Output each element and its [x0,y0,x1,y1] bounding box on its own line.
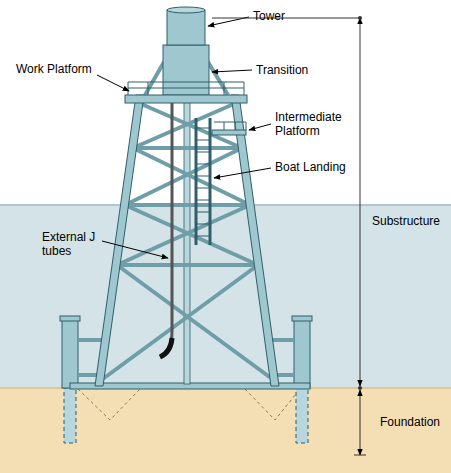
railing-mid [128,88,244,89]
pile-below-ground [296,388,308,443]
landing-rung [196,140,210,141]
leader-line [214,168,271,178]
callout-label: Intermediate Platform [275,110,349,138]
callout-label: Substructure [372,214,440,228]
j-tube-bend [160,338,172,357]
seabed-soil [0,388,451,473]
callout-label: Transition [256,63,308,77]
dimension-lines [212,18,366,455]
railing-post [246,122,247,130]
landing-rung [196,224,210,225]
railing-post [148,82,149,95]
landing-rung [196,176,210,177]
railing-post [244,82,245,95]
horizontal-brace [133,146,242,150]
platform-railing [214,122,246,123]
railing-post [224,82,225,95]
callout-label: External J tubes [42,230,106,258]
pile-sleeve [294,320,310,388]
jacket-bracing [100,103,275,381]
leader-line [212,70,252,72]
dimension-dot [358,386,362,390]
landing-rung [196,152,210,153]
j-tube [160,103,172,357]
dimension-dot [358,16,362,20]
soil-wedge [245,389,300,420]
pile-sleeve [62,320,78,388]
pile-cap [292,316,312,321]
pile-below-ground [64,388,76,443]
railing-post [235,122,236,130]
leader-line [97,75,129,91]
leader-lines [97,17,271,258]
horizontal-brace [117,263,258,267]
extension-line [212,18,360,19]
landing-rail [195,118,198,245]
work-platform [125,95,247,103]
jacket-leg [184,100,190,384]
landing-rung [196,164,210,165]
sea-water [0,205,451,388]
soil-wedge [78,389,140,420]
diagonal-brace [117,205,250,265]
dimension-tick [354,455,366,456]
diagonal-brace [133,103,236,148]
landing-rung [196,128,210,129]
landing-rung [196,188,210,189]
dimension-line [360,390,361,455]
diagonal-brace [117,265,275,381]
tower [167,10,205,45]
pile-cap [60,316,80,321]
callout-label: Tower [253,9,285,23]
landing-rung [196,212,210,213]
diagonal-brace [100,265,258,381]
callout-label: Boat Landing [275,160,346,174]
sea-surface [0,204,451,206]
leader-line [249,124,271,130]
dimension-line [360,18,361,386]
landing-rung [196,236,210,237]
boat-landing [196,118,210,245]
landing-rung [196,200,210,201]
transition-brace [145,62,164,95]
diagonal-brace [139,103,242,148]
railing-top [128,82,244,83]
jacket-leg [95,95,144,386]
horizontal-brace [125,203,250,207]
transition-brace [208,62,228,95]
callout-label: Work Platform [16,62,92,76]
railing-post [224,122,225,130]
diagonal-brace [125,205,258,265]
callout-label: Foundation [380,415,440,429]
leader-line [102,241,168,258]
jacket-leg [231,95,279,386]
work-platform-railing [128,82,244,95]
tower-top [167,7,205,13]
railing-post [128,82,129,95]
intermediate-platform [212,130,246,135]
diagonal-brace [133,148,250,205]
landing-rail [209,118,212,245]
